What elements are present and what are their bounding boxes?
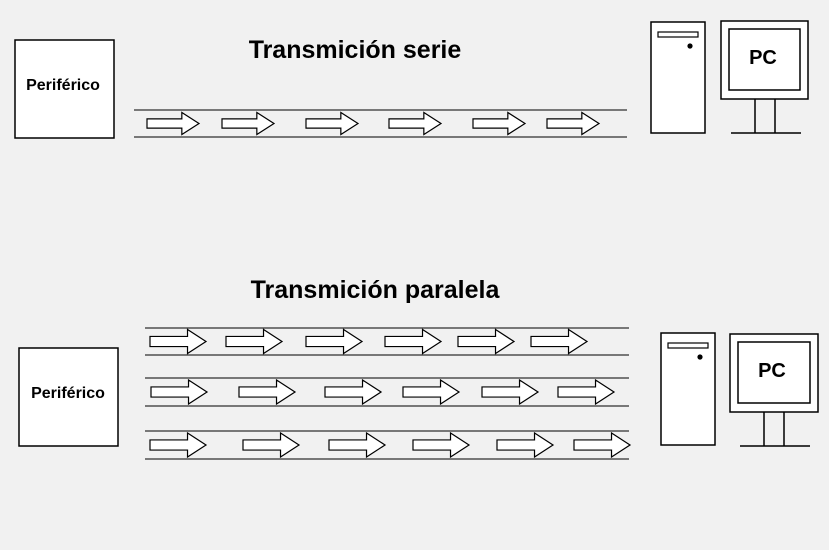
- pc-label: PC: [749, 47, 777, 69]
- data-bit-arrow: [384, 328, 443, 355]
- channel: [145, 430, 632, 460]
- data-bit-arrow: [457, 328, 516, 355]
- data-bit-arrow: [530, 328, 589, 355]
- data-bit-arrow: [242, 431, 301, 459]
- peripheral-box: [18, 347, 119, 447]
- data-bit-arrow: [412, 431, 471, 459]
- parallel-section: Transmición paralela Periférico PC: [18, 276, 819, 460]
- data-bit-arrow: [149, 431, 208, 459]
- data-bit-arrow: [150, 378, 209, 406]
- serial-title: Transmición serie: [249, 36, 462, 64]
- serial-section: Transmición serie Periférico PC: [14, 20, 809, 139]
- computer-tower-icon: [650, 21, 706, 134]
- pc-label: PC: [758, 360, 786, 382]
- serial-peripheral: Periférico: [14, 39, 115, 139]
- data-bit-arrow: [496, 431, 555, 459]
- parallel-pc: PC: [660, 332, 819, 447]
- data-bit-arrow: [472, 111, 527, 136]
- peripheral-label: Periférico: [31, 385, 105, 402]
- data-bit-arrow: [328, 431, 387, 459]
- data-bit-arrow: [221, 111, 276, 136]
- serial-pc: PC: [650, 20, 809, 134]
- data-bit-arrow: [388, 111, 443, 136]
- data-bit-arrow: [324, 378, 383, 406]
- data-bit-arrow: [146, 111, 201, 136]
- parallel-channels: [145, 327, 632, 460]
- data-bit-arrow: [402, 378, 461, 406]
- peripheral-box: [14, 39, 115, 139]
- data-bit-arrow: [305, 328, 364, 355]
- computer-tower-icon: [660, 332, 716, 446]
- data-bit-arrow: [149, 328, 208, 355]
- data-bit-arrow: [305, 111, 360, 136]
- channel: [134, 109, 627, 138]
- data-bit-arrow: [481, 378, 540, 406]
- data-bit-arrow: [225, 328, 284, 355]
- channel: [145, 327, 629, 356]
- channel: [145, 377, 629, 407]
- parallel-title: Transmición paralela: [251, 276, 501, 304]
- parallel-peripheral: Periférico: [18, 347, 119, 447]
- data-bit-arrow: [557, 378, 616, 406]
- serial-channels: [134, 109, 627, 138]
- monitor-icon: [720, 20, 809, 134]
- data-bit-arrow: [546, 111, 601, 136]
- data-bit-arrow: [573, 431, 632, 459]
- data-bit-arrow: [238, 378, 297, 406]
- monitor-icon: [729, 333, 819, 447]
- peripheral-label: Periférico: [26, 77, 100, 94]
